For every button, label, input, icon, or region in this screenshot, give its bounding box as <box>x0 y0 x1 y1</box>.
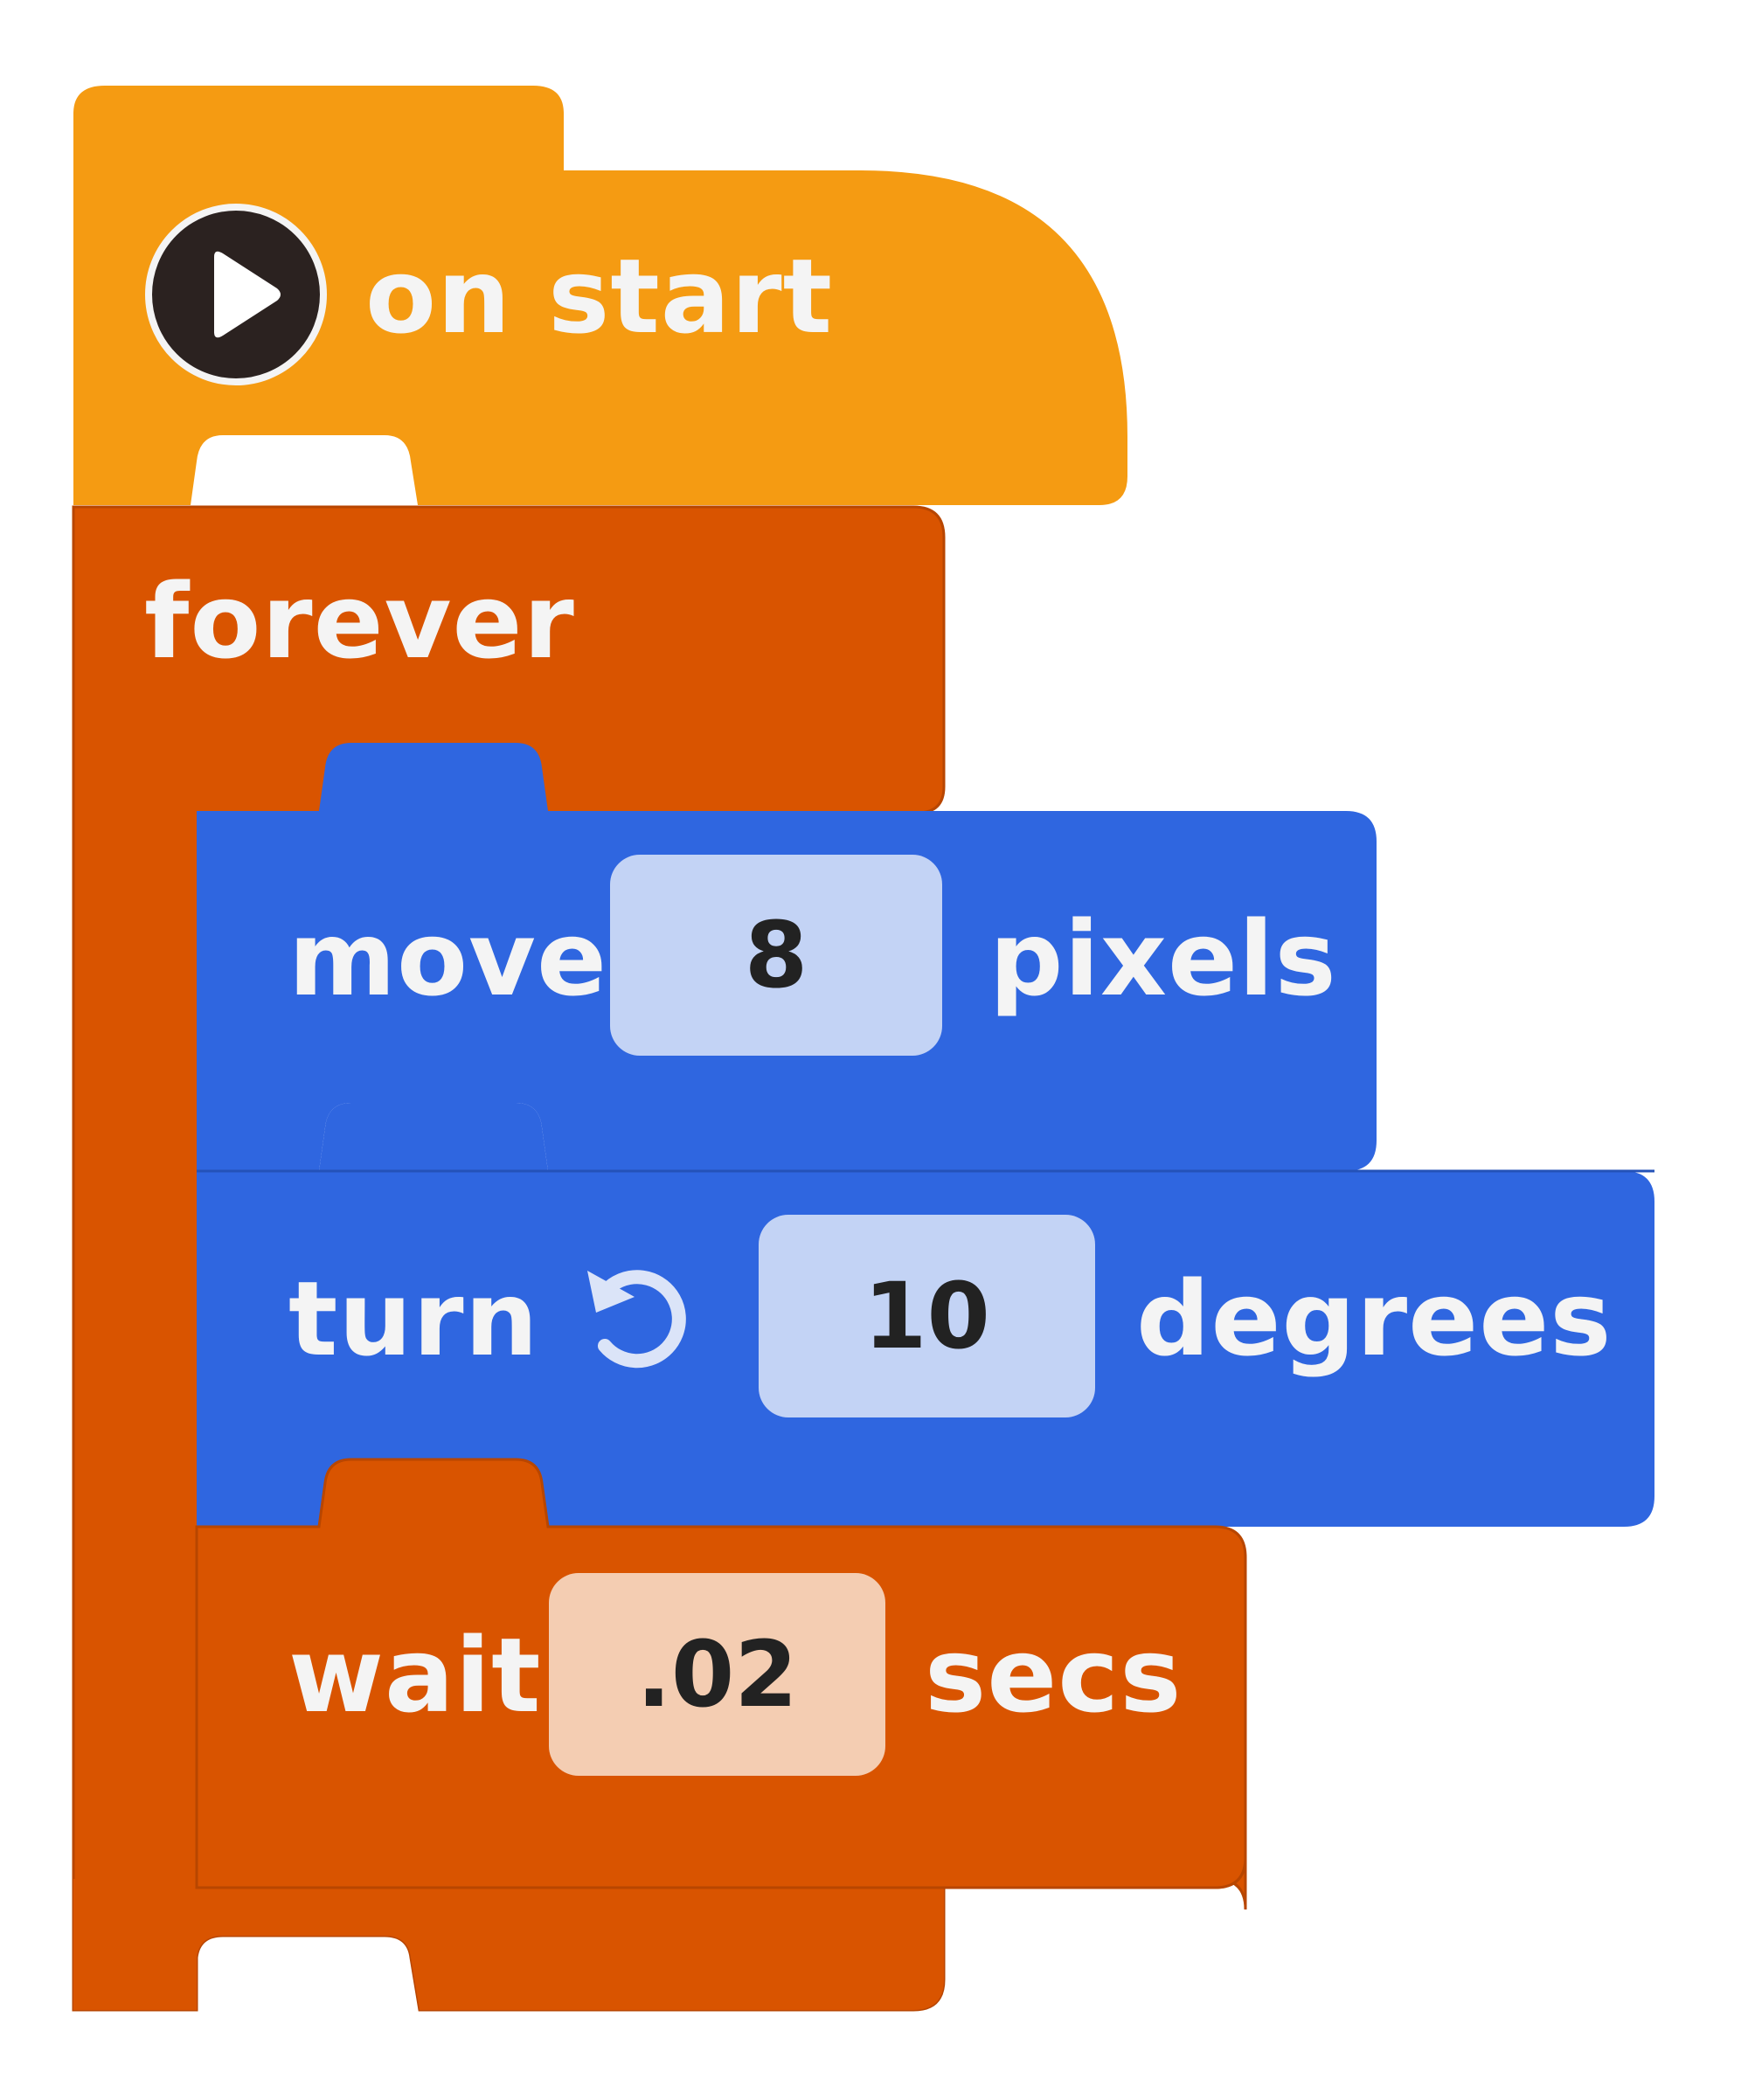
turn-degrees-value: 10 <box>864 1263 990 1369</box>
play-icon[interactable] <box>144 203 328 386</box>
wait-label: wait <box>288 1615 542 1736</box>
on-start-label: on start <box>365 236 834 357</box>
forever-label: forever <box>144 561 575 682</box>
forever-block-bottom <box>73 1879 944 2010</box>
move-pixels-input[interactable]: 8 <box>610 855 942 1056</box>
on-start-block-shape[interactable] <box>73 86 1127 505</box>
rotate-left-icon[interactable] <box>570 1251 701 1383</box>
wait-secs-input[interactable]: .02 <box>549 1573 885 1776</box>
move-label: move <box>288 898 607 1019</box>
turn-unit-label: degrees <box>1136 1258 1613 1379</box>
wait-secs-value: .02 <box>636 1621 798 1728</box>
move-pixels-value: 8 <box>744 902 808 1008</box>
wait-unit-label: secs <box>925 1615 1183 1736</box>
turn-label: turn <box>288 1258 539 1379</box>
turn-degrees-input[interactable]: 10 <box>759 1215 1095 1417</box>
move-unit-label: pixels <box>989 898 1337 1019</box>
